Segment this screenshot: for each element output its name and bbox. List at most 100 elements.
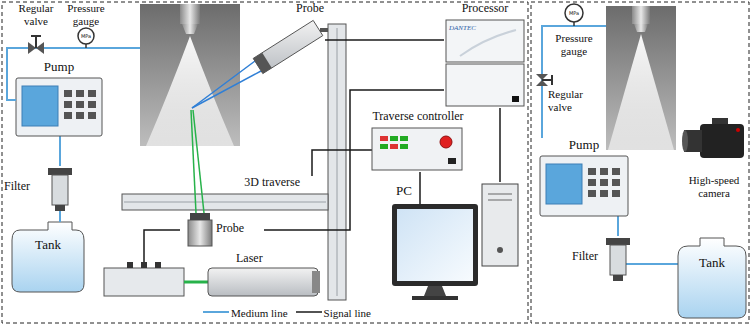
traverse-rail: 3D traverse (120, 176, 326, 212)
component-label: Traverse controller (372, 109, 463, 123)
pump-unit (540, 156, 628, 216)
controller-unit (400, 144, 408, 149)
pump-unit (600, 190, 608, 197)
legend-sample (203, 309, 229, 315)
dashed-panel (2, 2, 749, 323)
component-label: Pump (44, 59, 74, 74)
pump-unit (588, 168, 596, 175)
valve-symbol (28, 42, 36, 54)
valve-symbol: Regular valve (14, 2, 58, 56)
pc-unit (419, 182, 421, 204)
medium-line (59, 138, 61, 166)
signal-line (312, 150, 366, 176)
medium-line (632, 263, 676, 265)
controller-unit (372, 128, 462, 170)
legend-item: Medium line (203, 306, 288, 320)
pump-unit (64, 112, 72, 119)
medium-line (59, 214, 61, 222)
pc-unit (397, 209, 473, 281)
tank-vessel: Tank (676, 238, 748, 320)
camera-icon: High-speed camera (680, 118, 748, 218)
controller-unit (390, 144, 398, 149)
medium-line (617, 218, 619, 236)
filter-unit: Filter (4, 166, 78, 214)
controller-unit (390, 136, 398, 141)
pump-unit (16, 78, 102, 136)
component-label: Tank (35, 237, 61, 252)
laser-unit (104, 268, 184, 296)
dashed-panel (2, 2, 528, 323)
component-label: Laser (236, 251, 263, 265)
controller-unit (380, 136, 388, 141)
component-label: Probe (296, 1, 324, 15)
legend-sample (203, 311, 229, 313)
pump-unit (588, 179, 596, 186)
laser-unit (104, 252, 320, 296)
spray-photo (606, 6, 676, 150)
controller-unit (366, 128, 462, 170)
laser-unit (155, 262, 161, 268)
spray-photo (146, 36, 234, 146)
pump-unit: Pump (538, 138, 630, 218)
component-label: Tank (699, 255, 725, 270)
traverse-controller: Traverse controller (366, 110, 470, 172)
legend-label: Medium line (231, 307, 288, 319)
medium-line (58, 47, 62, 49)
laser-beam (193, 110, 204, 213)
medium-pipe (59, 211, 61, 214)
processor-unit (446, 20, 524, 62)
controller-unit (380, 144, 388, 149)
legend-sample (296, 309, 322, 315)
laser-unit (141, 262, 147, 268)
ldv-probe (188, 220, 212, 246)
pump-unit (612, 190, 620, 197)
gauge-symbol (565, 4, 583, 22)
laser-unit (208, 268, 318, 296)
signal-line (144, 230, 180, 252)
laser-unit (143, 252, 145, 262)
gauge-unit: MPa (81, 33, 91, 39)
pump-unit (546, 164, 582, 204)
dashed-panel (531, 2, 749, 323)
legend: Medium lineSignal line (200, 306, 382, 320)
pump-unit (22, 86, 58, 126)
camera-icon (682, 118, 744, 158)
pump-unit (600, 168, 608, 175)
laser-beam (191, 61, 261, 213)
pump-unit (76, 90, 84, 97)
pc-unit (392, 182, 518, 300)
ldv-probe (253, 53, 272, 74)
traverse-frame (124, 202, 326, 203)
laser-beam (192, 61, 255, 108)
pump-unit (588, 190, 596, 197)
controller-unit (448, 158, 456, 164)
ldv-probe: Probe (180, 212, 264, 248)
camera-icon (736, 128, 740, 132)
pc-unit (424, 286, 446, 296)
valve-symbol (35, 36, 37, 48)
laser-unit (184, 281, 208, 284)
camera-icon (712, 118, 728, 125)
pump-unit (76, 112, 84, 119)
component-label: Pressure gauge (67, 2, 104, 27)
pump-unit (88, 90, 96, 97)
camera-icon (700, 124, 744, 158)
medium-pipe (626, 263, 632, 265)
ldv-probe (320, 28, 328, 32)
ldv-probe (190, 213, 210, 220)
pc-unit (488, 194, 512, 195)
component-label: PC (396, 183, 412, 198)
spray-photo (182, 24, 198, 34)
tank-vessel: Tank (10, 222, 86, 294)
traverse-frame (328, 24, 346, 300)
pc-unit (412, 296, 458, 300)
pc-unit (482, 184, 518, 266)
spray-photo (634, 24, 648, 32)
traverse-frame (122, 194, 328, 210)
tank-vessel (12, 222, 84, 292)
gauge-unit: MPa (569, 10, 579, 16)
component-label: Filter (4, 179, 30, 193)
tank-vessel (12, 222, 746, 318)
